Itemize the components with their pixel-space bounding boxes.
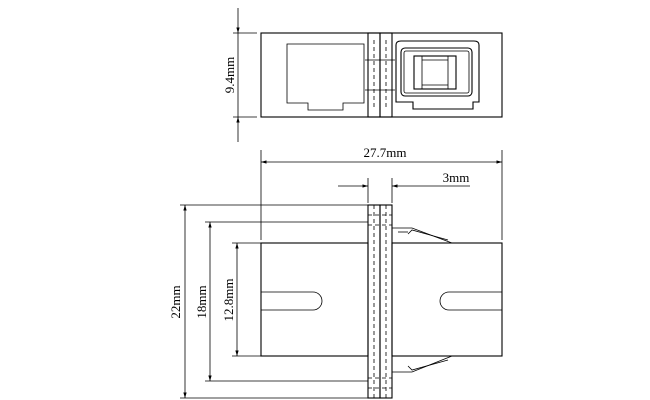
latch-window [413, 55, 457, 90]
body-height-label: 12.8mm [221, 279, 236, 322]
overall-height-label: 22mm [168, 285, 183, 318]
latch-inner [403, 50, 470, 94]
lower-spring-clip [392, 355, 453, 373]
left-key-slot [261, 291, 323, 311]
top-body-outline [260, 32, 503, 118]
left-receptacle-cutout [286, 43, 365, 111]
side-view: 27.7mm 3mm 22mm 18mm 12.8mm [168, 145, 503, 399]
right-housing [391, 242, 503, 357]
right-key-slot [439, 291, 502, 311]
top-view: 9.4mm [222, 8, 503, 142]
latch-outer [400, 47, 473, 97]
upper-spring-clip [392, 227, 453, 244]
overall-length-label: 27.7mm [364, 145, 407, 160]
flange-thickness-label: 3mm [443, 170, 470, 185]
left-housing [260, 242, 369, 357]
flange-right-plate [379, 32, 393, 118]
right-latch-housing [395, 40, 480, 110]
top-height-label: 9.4mm [222, 57, 237, 93]
flange-height-label: 18mm [194, 285, 209, 318]
